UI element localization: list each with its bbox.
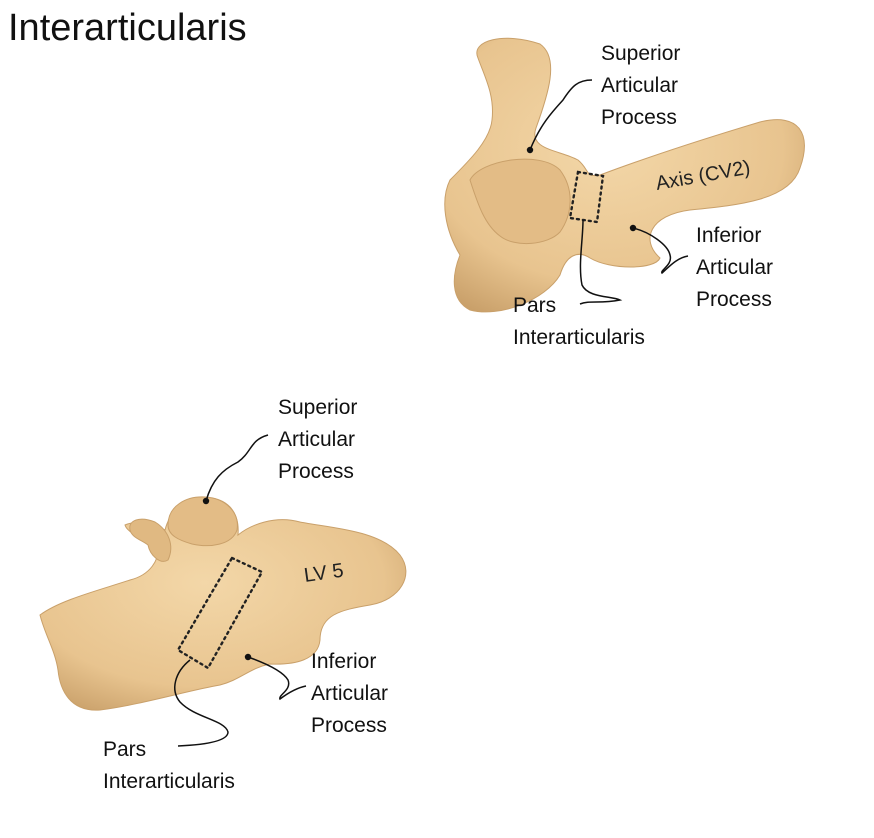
axis-pars-leader [579, 219, 623, 305]
lumbar-superior-leader [205, 434, 269, 502]
axis-pars-label: Pars Interarticularis [513, 294, 645, 349]
axis-superior-leader [529, 79, 593, 151]
axis-inferior-leader [632, 227, 689, 275]
lumbar-bone-label: LV 5 [303, 560, 345, 587]
axis-pars-outline [568, 170, 605, 224]
lumbar-bone-shape [39, 496, 407, 711]
lumbar-pars-label: Pars Interarticularis [103, 738, 235, 793]
lumbar-inferior-leader [247, 656, 307, 701]
axis-bone-shape [444, 37, 805, 313]
axis-inferior-label: Inferior Articular Process [696, 224, 779, 311]
lumbar-inferior-label: Inferior Articular Process [311, 650, 394, 737]
page-title: Interarticularis [8, 7, 247, 49]
lumbar-superior-label: Superior Articular Process [278, 396, 363, 483]
lumbar-pars-leader [174, 659, 229, 747]
lumbar-vertebra-figure: LV 5 Superior Articular Process Inferior… [39, 396, 407, 793]
lumbar-pars-outline [176, 556, 264, 670]
axis-vertebra-figure: Axis (CV2) Superior Articular Process In… [444, 37, 805, 349]
axis-superior-label: Superior Articular Process [601, 42, 686, 129]
